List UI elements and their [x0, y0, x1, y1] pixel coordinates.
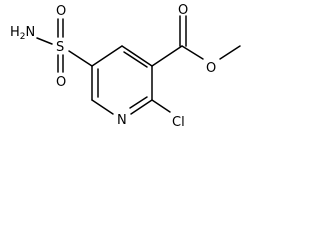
sulfonamide-group: H2N S O O — [10, 4, 93, 90]
ring-bond-c2-n1 — [130, 99, 153, 115]
sulfur-label: S — [56, 40, 64, 55]
bond-c5-s — [68, 50, 93, 67]
chlorine-label: Cl — [172, 115, 185, 130]
bond-c3-carbonyl-carbon — [151, 45, 183, 67]
ring-double-bond-c4-c3-inner — [123, 51, 148, 68]
ring-bond-n1-c6 — [91, 99, 114, 115]
ring-double-bond-c2-n1-inner — [129, 96, 148, 109]
carbonyl-oxygen-label: O — [178, 3, 188, 18]
bond-c2-cl — [151, 99, 171, 113]
bond-carbonyl-c-ester-o — [181, 45, 204, 60]
bond-ester-o-methyl — [219, 45, 241, 60]
bond-s-n — [36, 37, 53, 45]
ring-bond-c5-c4 — [91, 45, 123, 67]
ester-oxygen-label: O — [206, 61, 216, 76]
methyl-ester-group: O O — [151, 3, 241, 76]
sulfonyl-oxygen-top-label: O — [56, 4, 66, 19]
sulfonyl-oxygen-bottom-label: O — [56, 75, 66, 90]
chemical-structure-diagram: H2N S O O O O Cl N — [10, 3, 241, 130]
pyridine-ring — [91, 45, 153, 115]
chloro-substituent: Cl — [151, 99, 185, 130]
sulfonamide-nitrogen-label: H2N — [10, 25, 35, 42]
ring-bond-c4-c3 — [121, 45, 153, 67]
ring-nitrogen-label: N — [117, 113, 127, 128]
